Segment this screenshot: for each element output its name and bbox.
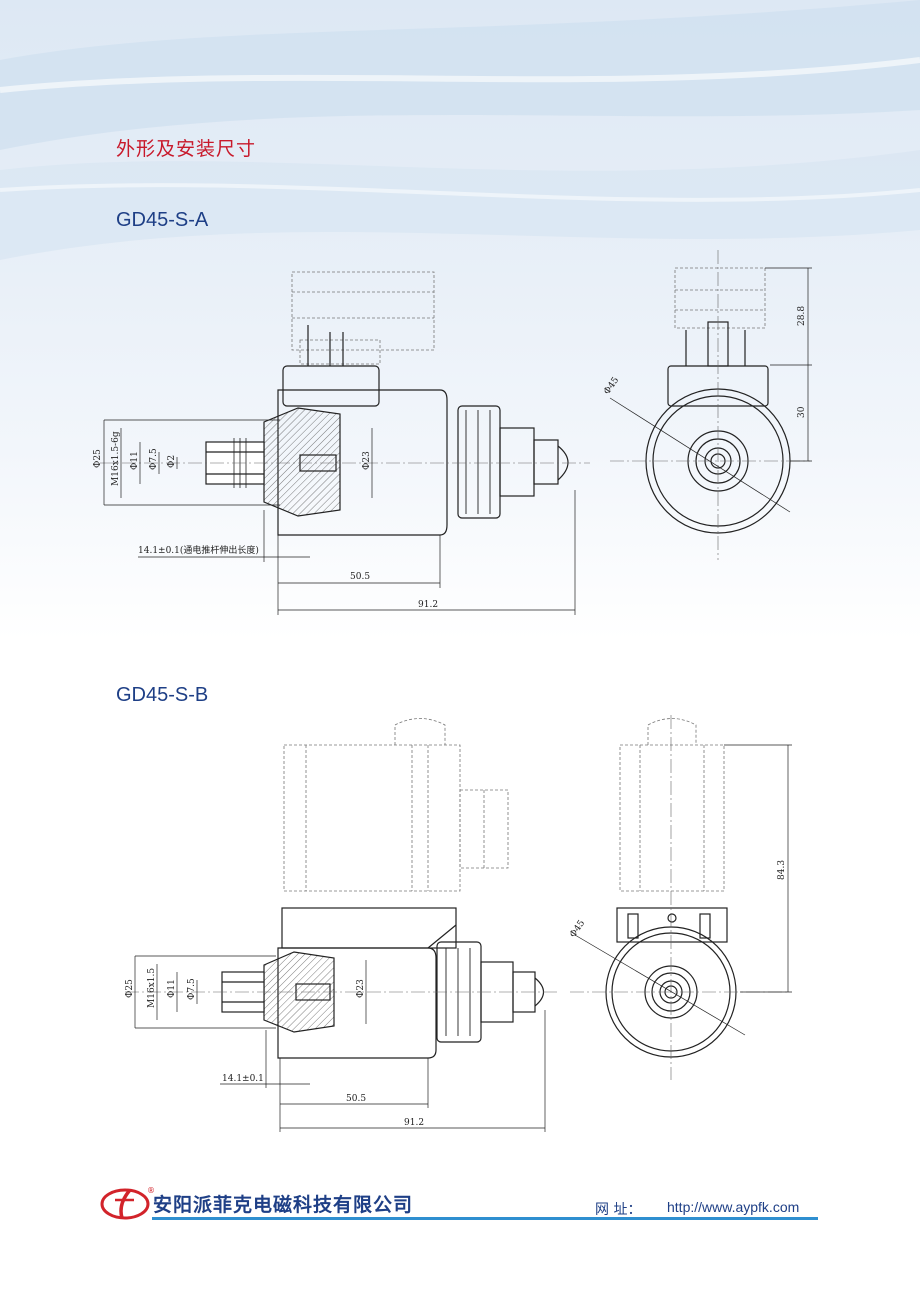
dim-a-coil-half-height: 30	[797, 406, 807, 418]
technical-drawings: Φ25 M16x1.5-6g Φ11 Φ7.5 Φ2 Φ23 14.1±0.1(…	[93, 250, 812, 1132]
dim-b-d1: Φ11	[167, 979, 177, 998]
footer-rule	[152, 1217, 818, 1220]
company-name: 安阳派菲克电磁科技有限公司	[153, 1194, 414, 1216]
dim-a-thread: M16x1.5-6g	[111, 431, 121, 486]
dim-a-d4: Φ23	[362, 451, 372, 470]
dim-a-connector-height: 28.8	[797, 306, 807, 326]
dim-b-stroke: 14.1±0.1	[222, 1074, 264, 1084]
dim-a-d1: Φ11	[130, 451, 140, 470]
dim-b-d2: Φ7.5	[187, 978, 197, 1000]
registered-mark: ®	[147, 1186, 155, 1195]
dim-a-body-length: 50.5	[350, 572, 370, 582]
dim-a-side-diameter: Φ45	[602, 375, 621, 396]
drawing-b-end	[570, 715, 792, 1080]
model-label-b: GD45-S-B	[116, 684, 209, 706]
company-logo-icon: ®	[100, 1186, 155, 1220]
drawing-b-side	[125, 718, 560, 1132]
dim-b-outer-diameter: Φ25	[125, 979, 135, 998]
dim-b-side-diameter: Φ45	[568, 918, 587, 939]
website-label: 网 址：	[595, 1202, 642, 1218]
drawing-a-end	[609, 250, 812, 560]
dim-b-total-length: 91.2	[404, 1118, 424, 1128]
background-wave	[0, 0, 920, 640]
dim-b-connector-height: 84.3	[777, 860, 787, 880]
dim-a-d3: Φ2	[167, 455, 177, 468]
dim-b-thread: M16x1.5	[147, 968, 157, 1008]
section-title: 外形及安装尺寸	[116, 138, 257, 160]
model-label-a: GD45-S-A	[116, 209, 209, 231]
website-url[interactable]: http://www.aypfk.com	[667, 1199, 800, 1215]
dim-b-d4: Φ23	[356, 979, 366, 998]
dim-b-body-length: 50.5	[346, 1094, 366, 1104]
dim-a-total-length: 91.2	[418, 600, 438, 610]
dim-a-outer-diameter: Φ25	[93, 449, 103, 468]
dim-a-stroke: 14.1±0.1(通电推杆伸出长度)	[138, 544, 259, 556]
drawing-a-side	[100, 271, 590, 615]
dim-a-d2: Φ7.5	[149, 448, 159, 470]
